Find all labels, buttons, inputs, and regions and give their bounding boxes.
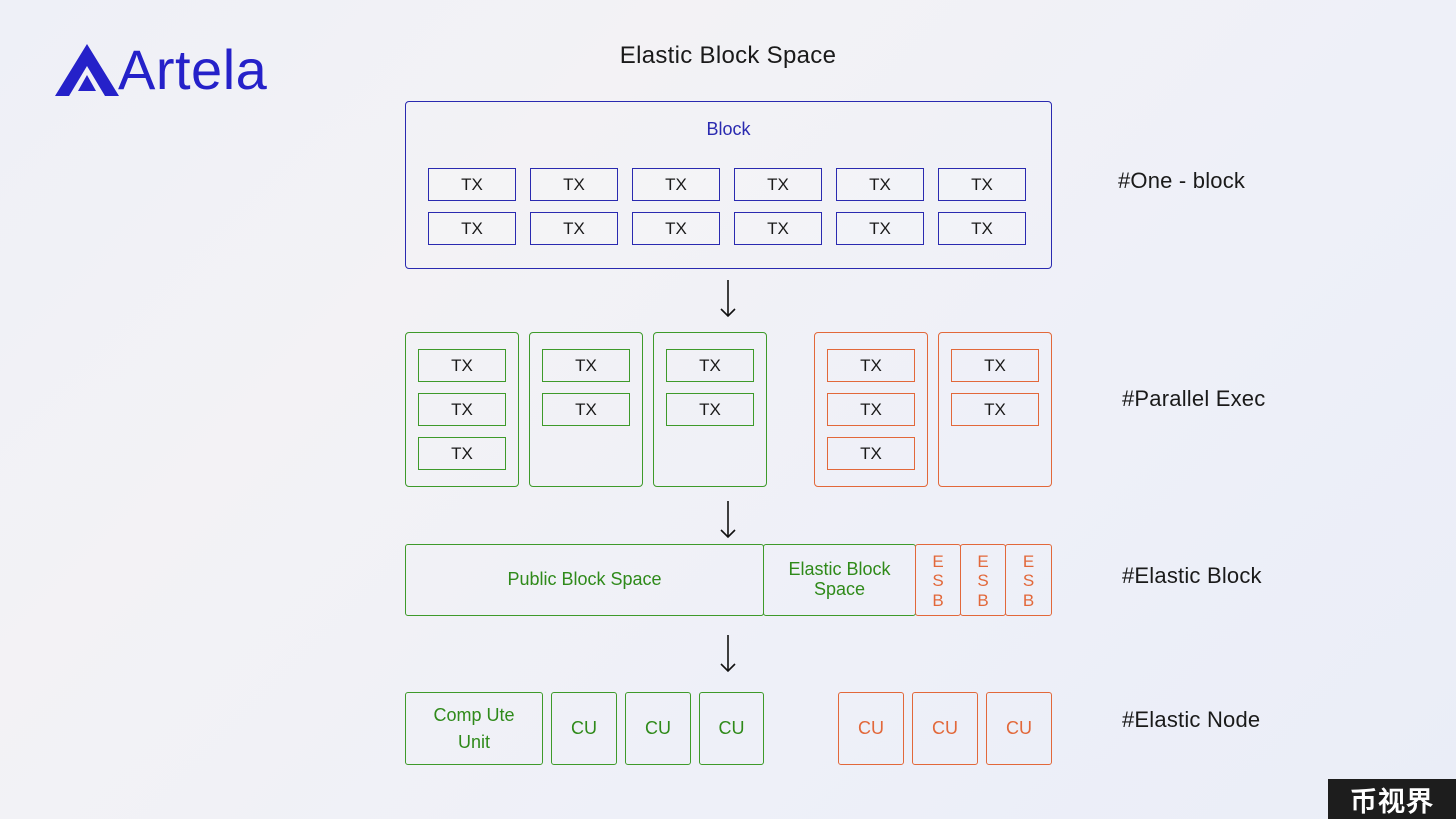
cu-label: CU xyxy=(932,718,958,738)
block-label: Block xyxy=(706,119,751,139)
tag-elastic-node: #Elastic Node xyxy=(1122,707,1261,732)
tx-box: TX xyxy=(530,212,618,245)
tx-box: TX xyxy=(951,349,1039,382)
tx-box: TX xyxy=(827,393,915,426)
tx-box: TX xyxy=(418,393,506,426)
public-block-space: Public Block Space xyxy=(405,544,764,616)
cu-label: CU xyxy=(858,718,884,738)
elastic-block-space-label-line1: Elastic Block xyxy=(788,559,891,580)
esb-letter: S xyxy=(977,571,989,591)
parallel-group-green xyxy=(529,332,643,487)
esb-letter: B xyxy=(1022,590,1035,610)
esb-letter: S xyxy=(932,571,944,591)
tx-box: TX xyxy=(666,393,754,426)
esb-box: E S B xyxy=(960,544,1006,616)
tx-box: TX xyxy=(938,212,1026,245)
parallel-group-orange xyxy=(938,332,1052,487)
down-arrow-icon xyxy=(720,501,736,539)
diagram-title: Elastic Block Space xyxy=(619,42,837,69)
cu-box: CU xyxy=(912,692,978,765)
cu-label: CU xyxy=(718,718,745,739)
parallel-group-green xyxy=(653,332,767,487)
esb-letter: E xyxy=(977,551,989,571)
cu-label: CU xyxy=(1006,718,1032,738)
cu-box: CU xyxy=(551,692,617,765)
tag-elastic-block: #Elastic Block xyxy=(1122,563,1262,588)
cu-box: CU xyxy=(838,692,904,765)
esb-letter: S xyxy=(1022,571,1035,591)
tx-box: TX xyxy=(428,168,516,201)
parallel-group-green xyxy=(405,332,519,487)
parallel-group-orange xyxy=(814,332,928,487)
tx-box: TX xyxy=(734,168,822,201)
block-container xyxy=(405,101,1052,269)
down-arrow-icon xyxy=(720,280,736,318)
tx-box: TX xyxy=(428,212,516,245)
tx-box: TX xyxy=(418,349,506,382)
cu-box: CU xyxy=(986,692,1052,765)
tx-box: TX xyxy=(542,349,630,382)
tx-box: TX xyxy=(632,168,720,201)
cu-box: CU xyxy=(699,692,764,765)
tx-box: TX xyxy=(542,393,630,426)
esb-letter: E xyxy=(1022,551,1035,571)
compute-unit-box: Comp Ute Unit xyxy=(405,692,543,765)
tag-parallel-exec: #Parallel Exec xyxy=(1122,386,1266,411)
tx-box: TX xyxy=(666,349,754,382)
elastic-block-space: Elastic Block Space xyxy=(763,544,916,616)
tx-box: TX xyxy=(632,212,720,245)
esb-box: E S B xyxy=(1005,544,1052,616)
compute-unit-label-line1: Comp Ute xyxy=(433,705,515,726)
cu-label: CU xyxy=(571,718,597,739)
cu-box: CU xyxy=(625,692,691,765)
tx-box: TX xyxy=(530,168,618,201)
tx-box: TX xyxy=(827,437,915,470)
brand-name: Artela xyxy=(118,38,268,101)
compute-unit-label-line2: Unit xyxy=(457,731,490,752)
tx-box: TX xyxy=(836,168,924,201)
watermark-badge: 币视界 xyxy=(1328,779,1456,819)
tag-one-block: #One - block xyxy=(1118,168,1246,193)
esb-letter: E xyxy=(932,551,944,571)
cu-label: CU xyxy=(645,718,671,739)
tx-box: TX xyxy=(734,212,822,245)
brand-logo: Artela xyxy=(52,40,292,100)
tx-box: TX xyxy=(827,349,915,382)
down-arrow-icon xyxy=(720,635,736,673)
tx-box: TX xyxy=(951,393,1039,426)
esb-letter: B xyxy=(977,590,989,610)
tx-box: TX xyxy=(938,168,1026,201)
artela-logo-icon xyxy=(55,44,119,96)
public-block-space-label: Public Block Space xyxy=(507,569,662,590)
elastic-block-space-label-line2: Space xyxy=(813,579,866,599)
tx-box: TX xyxy=(418,437,506,470)
tx-box: TX xyxy=(836,212,924,245)
esb-box: E S B xyxy=(915,544,961,616)
esb-letter: B xyxy=(932,590,944,610)
